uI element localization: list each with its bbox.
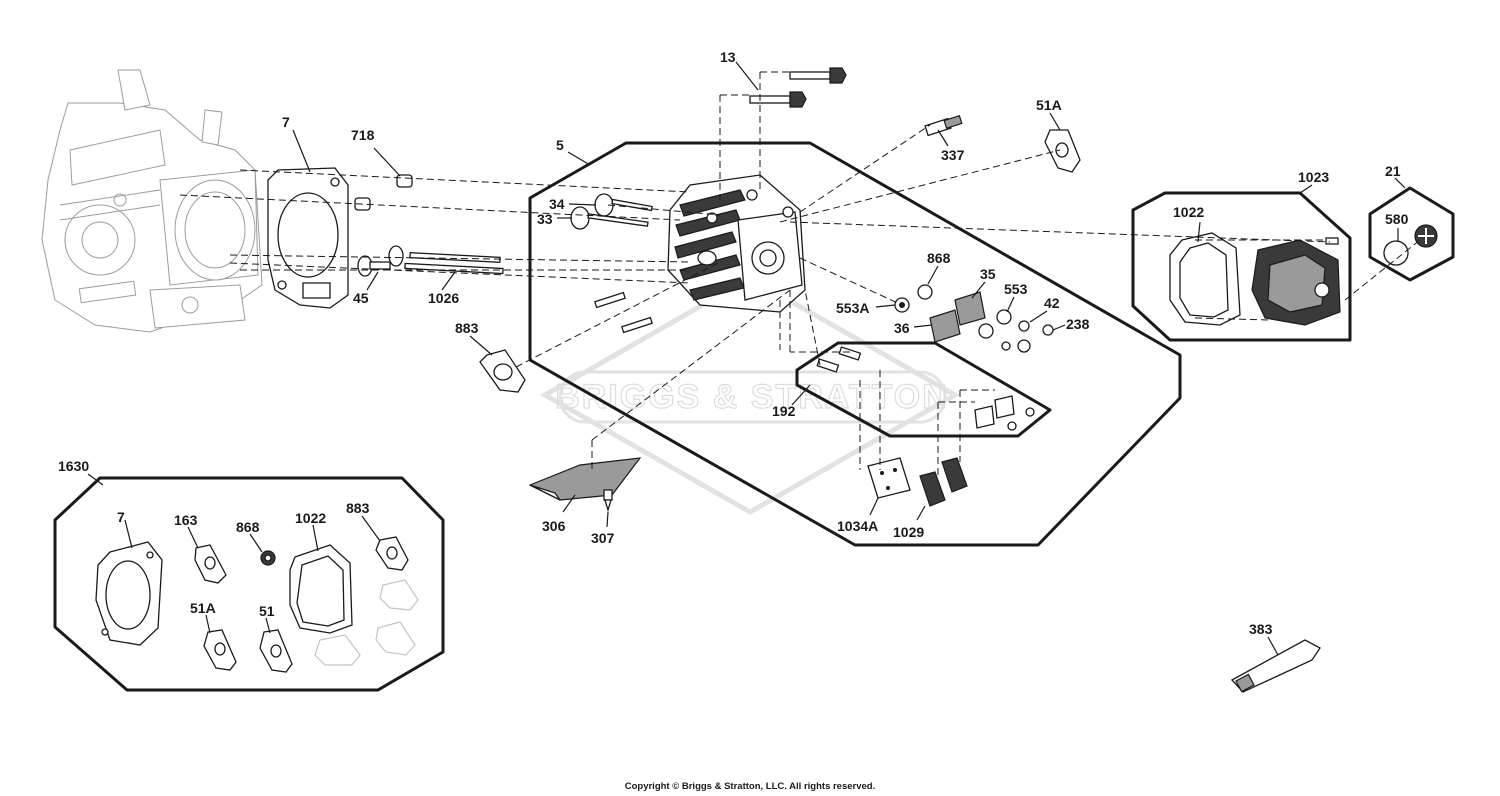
spark-plug-wrench <box>1230 639 1321 693</box>
alignment-lines <box>179 71 1421 475</box>
callout-718: 718 <box>351 127 375 143</box>
kit-callout-868: 868 <box>236 519 260 535</box>
gasket-kit-outline <box>53 476 445 692</box>
engine-block-ghost <box>41 69 263 333</box>
callout-553: 553 <box>1004 281 1028 297</box>
kit-callout-163: 163 <box>174 512 198 528</box>
callout-1630: 1630 <box>58 458 89 474</box>
callout-337: 337 <box>941 147 965 163</box>
callout-553A: 553A <box>836 300 869 316</box>
callout-36: 36 <box>894 320 910 336</box>
callout-7: 7 <box>282 114 290 130</box>
callout-307: 307 <box>591 530 615 546</box>
breather <box>1383 224 1438 266</box>
kit-callout-1022: 1022 <box>295 510 326 526</box>
callout-42: 42 <box>1044 295 1060 311</box>
copyright-notice: Copyright © Briggs & Stratton, LLC. All … <box>624 781 876 792</box>
callout-5: 5 <box>556 137 564 153</box>
callout-33: 33 <box>537 211 553 227</box>
spark-plug <box>924 114 963 137</box>
callout-883: 883 <box>455 320 479 336</box>
callout-383: 383 <box>1249 621 1273 637</box>
callout-21: 21 <box>1385 163 1401 179</box>
kit-callout-7: 7 <box>117 509 125 525</box>
valve-cover <box>1169 232 1341 326</box>
cylinder-head <box>667 174 806 313</box>
callout-1034A: 1034A <box>837 518 878 534</box>
rocker-parts <box>816 346 1035 431</box>
callout-1022: 1022 <box>1173 204 1204 220</box>
breather-group-outline <box>1368 186 1455 282</box>
kit-callout-51: 51 <box>259 603 275 619</box>
kit-callout-883: 883 <box>346 500 370 516</box>
rocker-arms <box>867 457 968 507</box>
callout-45: 45 <box>353 290 369 306</box>
head-gasket <box>267 167 349 309</box>
callout-34: 34 <box>549 196 565 212</box>
watermark-text: BRIGGS & STRATTON <box>555 378 949 416</box>
callout-labels: 13 7 718 5 51A 337 34 33 45 1026 883 868… <box>58 49 1409 637</box>
callout-13: 13 <box>720 49 736 65</box>
rocker-group-outline <box>795 341 1052 438</box>
callout-1023: 1023 <box>1298 169 1329 185</box>
head-bolts <box>749 67 847 108</box>
callout-868: 868 <box>927 250 951 266</box>
cylinder-head-group-outline <box>528 141 1182 547</box>
heat-shield <box>528 457 642 513</box>
valves <box>570 193 653 230</box>
kit-callout-51A: 51A <box>190 600 216 616</box>
callout-238: 238 <box>1066 316 1090 332</box>
gasket-kit-parts <box>95 536 419 673</box>
callout-51A: 51A <box>1036 97 1062 113</box>
exhaust-gasket <box>479 349 526 393</box>
callout-306: 306 <box>542 518 566 534</box>
valve-cover-group-outline <box>1131 191 1352 342</box>
callout-580: 580 <box>1385 211 1409 227</box>
intake-gasket <box>1044 129 1081 173</box>
rocker-studs <box>593 291 654 334</box>
callout-1026: 1026 <box>428 290 459 306</box>
pushrods <box>357 245 504 277</box>
callout-35: 35 <box>980 266 996 282</box>
callout-1029: 1029 <box>893 524 924 540</box>
valve-springs <box>894 284 1054 353</box>
leader-lines <box>87 61 1406 656</box>
callout-192: 192 <box>772 403 796 419</box>
